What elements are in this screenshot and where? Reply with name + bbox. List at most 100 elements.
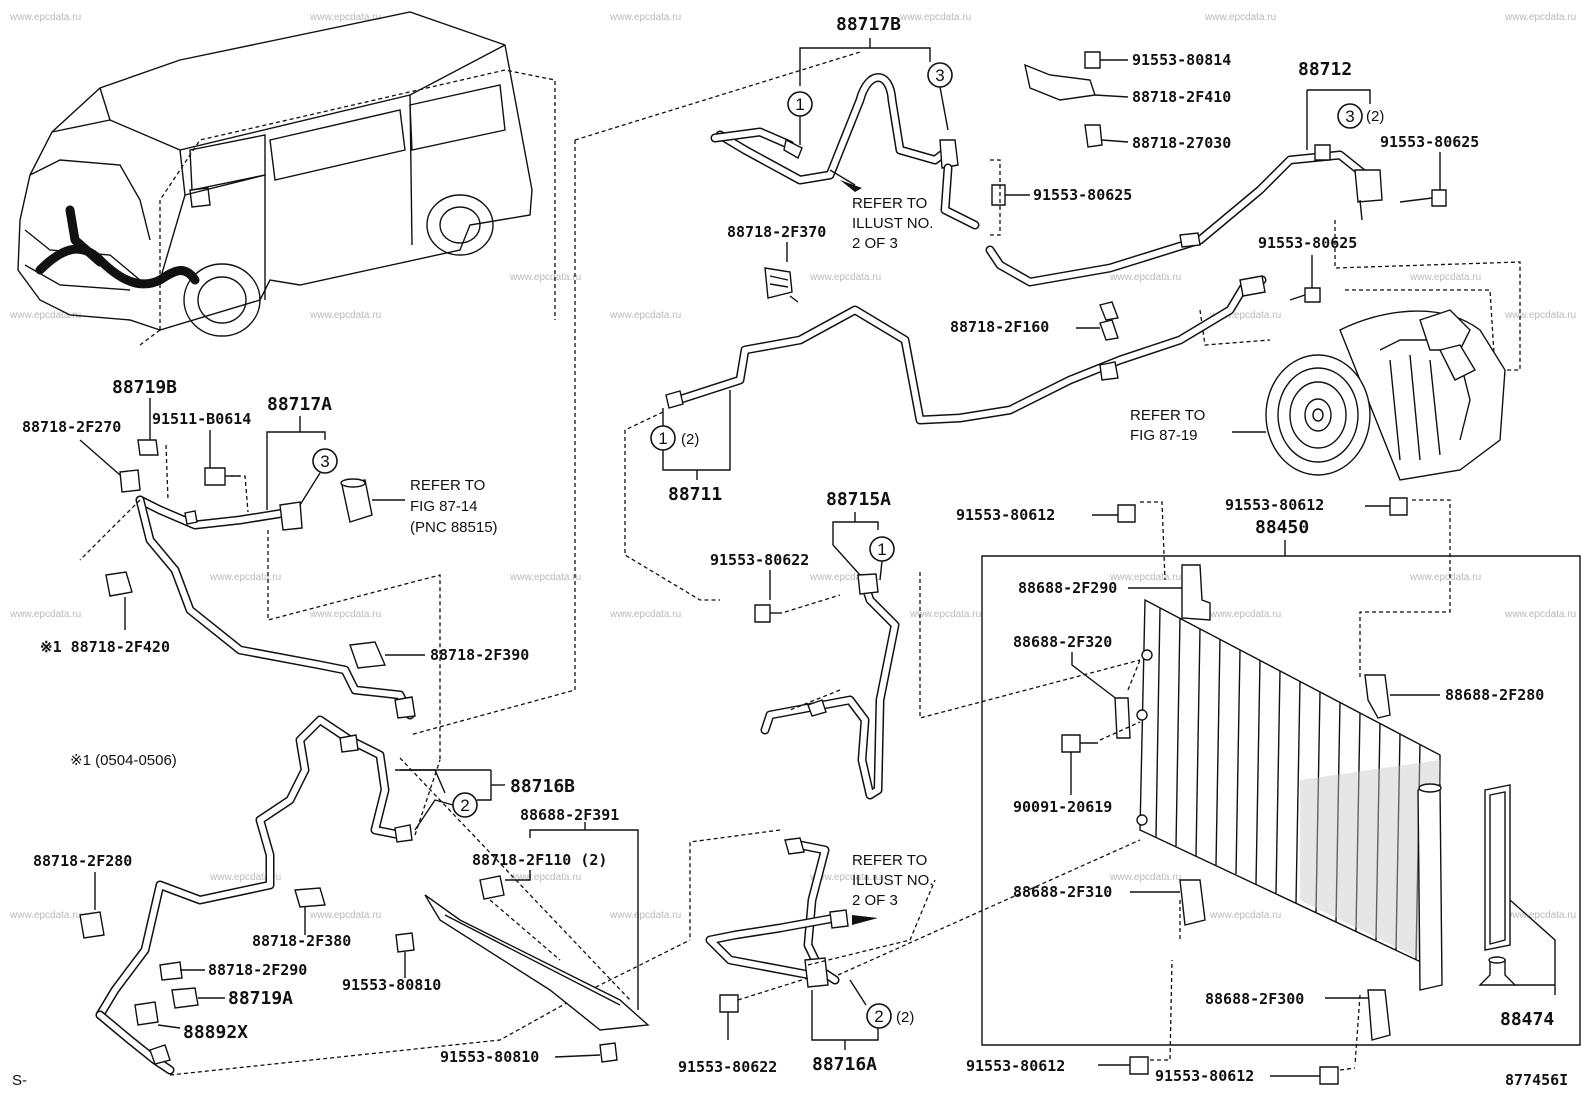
compressor-illustration: REFER TO FIG 87-19: [1130, 309, 1506, 481]
svg-text:www.epcdata.ru: www.epcdata.ru: [1209, 910, 1281, 921]
svg-text:91553-80612: 91553-80612: [1225, 496, 1324, 514]
svg-text:(2): (2): [896, 1009, 914, 1026]
condenser-fins: [1155, 607, 1440, 968]
bracket-88718-2F410: 91553-80814 88718-2F410 88718-27030: [1024, 51, 1231, 152]
bolt-91553-80612-b: 91553-80612: [1225, 496, 1451, 680]
svg-text:www.epcdata.ru: www.epcdata.ru: [1109, 572, 1181, 583]
assembly-88717A: 88717A 3: [79, 394, 441, 760]
svg-text:1: 1: [658, 429, 667, 448]
svg-text:88718-2F160: 88718-2F160: [950, 318, 1049, 336]
svg-text:(2): (2): [681, 431, 699, 448]
svg-text:FIG 87-14: FIG 87-14: [410, 498, 478, 515]
svg-text:91553-80625: 91553-80625: [1380, 133, 1479, 151]
svg-text:88711: 88711: [668, 484, 722, 505]
svg-text:88717B: 88717B: [836, 14, 901, 35]
bolt-91553-80612-d: 91553-80612: [1155, 1066, 1356, 1085]
svg-text:ILLUST NO.: ILLUST NO.: [852, 872, 933, 889]
svg-text:88717A: 88717A: [267, 394, 332, 415]
svg-text:91553-80612: 91553-80612: [1155, 1067, 1254, 1085]
svg-text:www.epcdata.ru: www.epcdata.ru: [309, 12, 381, 23]
svg-text:www.epcdata.ru: www.epcdata.ru: [809, 272, 881, 283]
svg-text:90091-20619: 90091-20619: [1013, 798, 1112, 816]
part-88892X: 88892X: [134, 1001, 248, 1043]
clamp-88718-2F370: 88718-2F370: [727, 223, 826, 303]
svg-text:88718-2F110 (2): 88718-2F110 (2): [472, 851, 607, 869]
svg-text:2 OF 3: 2 OF 3: [852, 892, 898, 909]
assembly-88450: 88450: [981, 517, 1581, 1046]
svg-text:91553-80612: 91553-80612: [966, 1057, 1065, 1075]
assembly-88712: 88712 3 (2): [985, 59, 1384, 287]
svg-text:www.epcdata.ru: www.epcdata.ru: [809, 572, 881, 583]
clamp-88718-2F270: 88718-2F270: [22, 418, 141, 493]
footnote: ※1 (0504-0506): [70, 752, 177, 769]
svg-text:88718-2F390: 88718-2F390: [430, 646, 529, 664]
svg-text:www.epcdata.ru: www.epcdata.ru: [1209, 310, 1281, 321]
svg-text:1: 1: [795, 95, 804, 114]
bolt-91553-80625-a: 91553-80625: [990, 159, 1132, 236]
svg-text:www.epcdata.ru: www.epcdata.ru: [1504, 609, 1576, 620]
reference-note-illust-bottom: REFER TO ILLUST NO. 2 OF 3: [852, 852, 933, 909]
svg-text:www.epcdata.ru: www.epcdata.ru: [509, 572, 581, 583]
bolt-91511-B0614: 91511-B0614: [152, 410, 251, 513]
svg-text:2 OF 3: 2 OF 3: [852, 235, 898, 252]
svg-text:91553-80810: 91553-80810: [440, 1048, 539, 1066]
svg-text:www.epcdata.ru: www.epcdata.ru: [1204, 12, 1276, 23]
svg-text:88718-2F290: 88718-2F290: [208, 961, 307, 979]
svg-text:2: 2: [460, 796, 469, 815]
svg-text:91553-80622: 91553-80622: [710, 551, 809, 569]
svg-text:(2): (2): [1366, 108, 1384, 125]
svg-text:www.epcdata.ru: www.epcdata.ru: [209, 572, 281, 583]
bolt-91553-80612-c: 91553-80612: [966, 959, 1173, 1075]
svg-text:(PNC 88515): (PNC 88515): [410, 519, 498, 536]
diagram-code: 877456I: [1505, 1071, 1568, 1089]
assembly-88716B: 2 88716B: [95, 715, 691, 1076]
svg-text:www.epcdata.ru: www.epcdata.ru: [1504, 310, 1576, 321]
bolt-91553-80625-b: 91553-80625: [1380, 133, 1479, 207]
svg-text:www.epcdata.ru: www.epcdata.ru: [509, 872, 581, 883]
clamp-88718-2F290: 88718-2F290: [159, 961, 307, 981]
svg-text:www.epcdata.ru: www.epcdata.ru: [609, 910, 681, 921]
svg-text:91553-80625: 91553-80625: [1258, 234, 1357, 252]
svg-text:www.epcdata.ru: www.epcdata.ru: [9, 910, 81, 921]
bracket-88688-2F391: 88688-2F391: [424, 806, 650, 1031]
svg-text:88688-2F290: 88688-2F290: [1018, 579, 1117, 597]
sensor-88719A: 88719A: [171, 987, 293, 1009]
svg-text:91553-80810: 91553-80810: [342, 976, 441, 994]
svg-text:88718-2F380: 88718-2F380: [252, 932, 351, 950]
svg-text:91553-80625: 91553-80625: [1033, 186, 1132, 204]
svg-text:3: 3: [935, 66, 944, 85]
svg-text:www.epcdata.ru: www.epcdata.ru: [9, 609, 81, 620]
svg-text:www.epcdata.ru: www.epcdata.ru: [309, 609, 381, 620]
receiver-88515: REFER TO FIG 87-14 (PNC 88515): [340, 477, 498, 536]
svg-text:88892X: 88892X: [183, 1022, 248, 1043]
svg-text:88719B: 88719B: [112, 377, 177, 398]
svg-text:www.epcdata.ru: www.epcdata.ru: [9, 12, 81, 23]
clamp-88718-2F380: 88718-2F380: [252, 887, 351, 950]
svg-text:91553-80612: 91553-80612: [956, 506, 1055, 524]
bracket-88718-2F390: 88718-2F390: [349, 641, 529, 669]
svg-text:www.epcdata.ru: www.epcdata.ru: [1109, 872, 1181, 883]
svg-text:www.epcdata.ru: www.epcdata.ru: [309, 910, 381, 921]
svg-text:www.epcdata.ru: www.epcdata.ru: [809, 872, 881, 883]
svg-text:88718-2F280: 88718-2F280: [33, 852, 132, 870]
bracket-88688-2F300: 88688-2F300: [1205, 989, 1391, 1066]
svg-text:3: 3: [1345, 107, 1354, 126]
assembly-88715A: 88715A 1: [760, 489, 1141, 800]
svg-text:www.epcdata.ru: www.epcdata.ru: [609, 12, 681, 23]
svg-text:1: 1: [877, 540, 886, 559]
clip-88718-2F110: 88718-2F110 (2): [472, 851, 607, 961]
svg-text:88715A: 88715A: [826, 489, 891, 510]
svg-text:www.epcdata.ru: www.epcdata.ru: [1504, 910, 1576, 921]
assembly-88717B: 88717B 1 3: [710, 14, 980, 230]
svg-text:www.epcdata.ru: www.epcdata.ru: [9, 310, 81, 321]
svg-text:3: 3: [320, 452, 329, 471]
bolt-91553-80810-b: 91553-80810: [440, 1042, 618, 1066]
clamp-88718-2F280: 88718-2F280: [33, 852, 132, 939]
svg-text:88718-2F370: 88718-2F370: [727, 223, 826, 241]
watermark-layer: www.epcdata.ru www.epcdata.ru www.epcdat…: [9, 12, 1576, 921]
svg-text:ILLUST NO.: ILLUST NO.: [852, 215, 933, 232]
van-illustration: [17, 11, 556, 346]
svg-text:REFER TO: REFER TO: [852, 852, 927, 869]
